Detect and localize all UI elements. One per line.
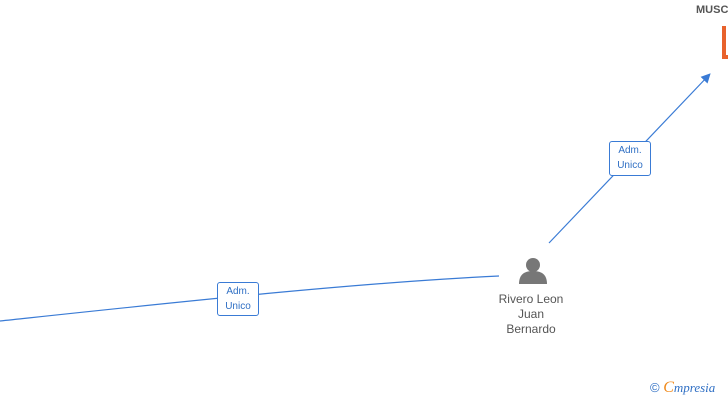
brand-initial: C: [663, 379, 674, 396]
copyright-icon: ©: [650, 380, 660, 395]
person-name-line: Rivero Leon: [498, 292, 564, 306]
person-icon: [519, 258, 547, 284]
edge-role-line: Adm.: [618, 145, 642, 156]
watermark: © Cmpresia: [650, 379, 715, 397]
edge-role-line: Unico: [617, 160, 643, 171]
edge-role-line: Unico: [225, 301, 251, 312]
person-name-line: Bernardo: [506, 322, 556, 336]
brand-name: mpresia: [673, 380, 716, 395]
company-name[interactable]: MUSC: [696, 4, 728, 16]
person-name[interactable]: Rivero Leon Juan Bernardo: [486, 292, 576, 337]
person-name-line: Juan: [517, 307, 545, 321]
building-icon: [722, 26, 728, 59]
edge-role-line: Adm.: [226, 286, 250, 297]
edge-label-right[interactable]: Adm. Unico: [609, 141, 651, 176]
edge-label-left[interactable]: Adm. Unico: [217, 282, 259, 316]
